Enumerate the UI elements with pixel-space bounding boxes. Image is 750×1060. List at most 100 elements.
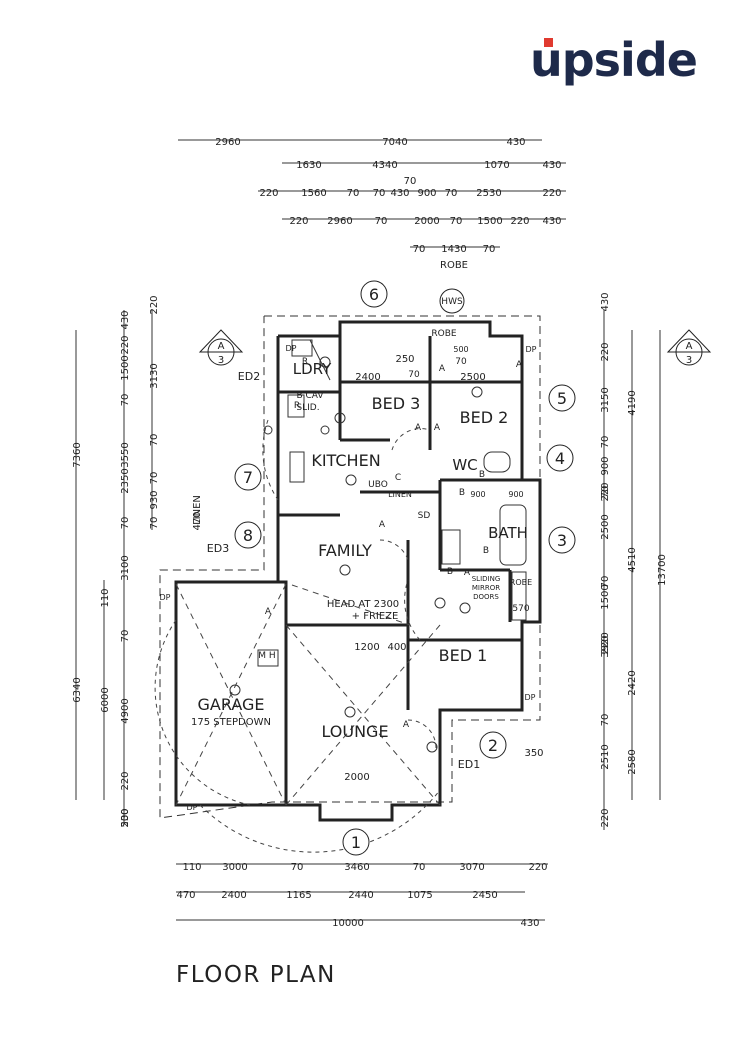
top-dim-2-2: 70 [347, 188, 360, 199]
top-dim-2-7: 2530 [476, 188, 501, 199]
right-dim-0-5: 220 [600, 482, 611, 501]
note-dim-400: 400 [387, 642, 406, 653]
bottom-dim-1-1: 2400 [221, 890, 246, 901]
note-sd: SD [418, 511, 431, 521]
top-dim-3-7: 430 [542, 216, 561, 227]
note-r1: R [294, 401, 300, 411]
right-dim-0-11: 3920 [600, 632, 611, 657]
note-b3: B [483, 546, 489, 556]
top-dim-3-0: 220 [289, 216, 308, 227]
top-dim-2-1: 1560 [301, 188, 326, 199]
note-a7: A [403, 720, 410, 730]
top-dim-2-6: 70 [445, 188, 458, 199]
marker-circle [548, 526, 576, 554]
walls [174, 320, 542, 822]
left-dim-2-8: 70 [120, 630, 131, 643]
note-dim-70a: 70 [455, 357, 467, 367]
note-robe-top: ROBE [431, 329, 457, 339]
room-label-bed3: BED 3 [372, 394, 421, 413]
right-dim-1-1: 4510 [627, 547, 638, 572]
ceiling-lines [175, 583, 441, 806]
right-dim-0-4: 900 [600, 456, 611, 475]
note-dim-900b: 900 [508, 490, 523, 499]
note-b1: B [459, 488, 465, 498]
note-a4: A [434, 423, 441, 433]
marker-circle [479, 731, 507, 759]
right-dim-0-3: 70 [600, 436, 611, 449]
light-points [229, 356, 483, 753]
note-a3: A [415, 423, 422, 433]
bottom-dim-1-4: 1075 [407, 890, 432, 901]
room-label-garage: GARAGE [198, 695, 265, 714]
right-dim-0-14: 220 [600, 808, 611, 827]
marker-circle [548, 384, 576, 412]
left-dim-0-0: 7360 [72, 442, 83, 467]
marker-circle [342, 828, 370, 856]
top-dim-1-1: 4340 [372, 160, 397, 171]
note-dim-500: 500 [453, 345, 468, 354]
note-dp2: DP [526, 345, 537, 354]
section-label-top-0: A [218, 341, 225, 352]
left-dim-3-5: 70 [149, 517, 160, 530]
note-ed3: ED3 [207, 542, 229, 555]
marker-label-6: 8 [243, 526, 253, 545]
marker-label-7: 2 [488, 736, 498, 755]
note-dim-2000: 2000 [344, 772, 369, 783]
section-label-top-1: A [686, 341, 693, 352]
left-dim-2-0: 430 [120, 310, 131, 329]
top-dim-2-3: 70 [373, 188, 386, 199]
room-label-bath: BATH [488, 524, 528, 542]
bottom-dim-1-5: 2450 [472, 890, 497, 901]
note-slid: SLID. [296, 403, 319, 413]
top-dim-3-4: 70 [450, 216, 463, 227]
right-dim-2-0: 13700 [657, 554, 668, 586]
room-label-family: FAMILY [318, 541, 372, 560]
room-label-wc: WC [452, 456, 477, 474]
bottom-dim-2-0: 10000 [332, 918, 364, 929]
note-r2: R [302, 357, 308, 367]
left-dim-1-1: 6000 [100, 687, 111, 712]
bottom-dim-0-4: 70 [413, 862, 426, 873]
marker-circle [546, 444, 574, 472]
note-garage-step: 175 STEPDOWN [191, 717, 271, 728]
note-dim-1200: 1200 [354, 642, 379, 653]
left-dim-3-4: 930 [149, 490, 160, 509]
section-label-bottom-1: 3 [686, 355, 692, 366]
bottom-dim-0-6: 220 [528, 862, 547, 873]
top-dim-2-8: 220 [542, 188, 561, 199]
note-dim-70b: 70 [408, 370, 420, 380]
note-dp4: DP [525, 693, 536, 702]
marker-circle [360, 280, 388, 308]
note-a6: A [265, 607, 272, 617]
note-linen-k: LINEN [388, 490, 412, 499]
left-dim-2-2: 1500 [120, 355, 131, 380]
right-dim-1-3: 2580 [627, 749, 638, 774]
room-label-bed1: BED 1 [439, 646, 488, 665]
marker-label-4: 3 [557, 531, 567, 550]
top-dim-0-0: 2960 [215, 137, 240, 148]
note-a2: A [516, 360, 523, 370]
note-head: HEAD AT 2300 [327, 599, 399, 610]
note-dim-2500: 2500 [460, 372, 485, 383]
right-dim-0-8: 1500 [600, 584, 611, 609]
bottom-dim-0-3: 3460 [344, 862, 369, 873]
room-label-ldry: LDRY [293, 360, 332, 378]
left-dim-2-6: 70 [120, 517, 131, 530]
left-dim-2-12: 230 [120, 808, 131, 827]
drawing-title: FLOOR PLAN [176, 962, 336, 988]
left-dim-2-10: 220 [120, 771, 131, 790]
left-dim-3-2: 70 [149, 434, 160, 447]
top-dim-6-0: ROBE [440, 260, 468, 271]
left-dim-1-0: 110 [100, 588, 111, 607]
top-dim-3-5: 1500 [477, 216, 502, 227]
top-dim-3-6: 220 [510, 216, 529, 227]
note-ed2: ED2 [238, 370, 260, 383]
brand-logo: upside [530, 32, 698, 87]
right-dim-0-13: 2510 [600, 744, 611, 769]
top-dim-2-5: 900 [417, 188, 436, 199]
note-sliding: SLIDING [472, 575, 501, 583]
